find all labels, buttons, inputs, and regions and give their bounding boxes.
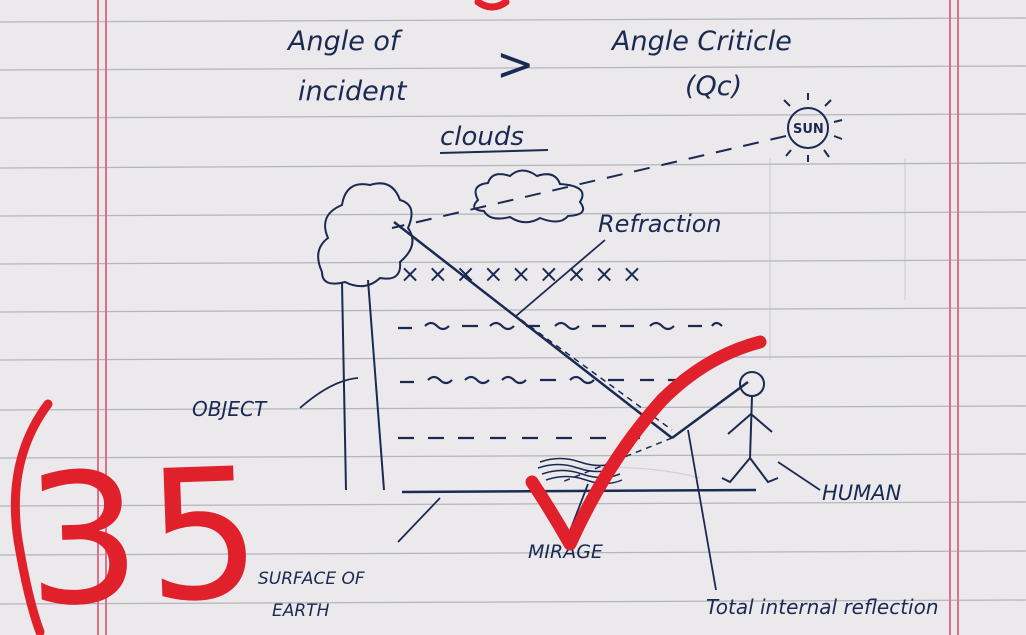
- clouds-label: clouds: [440, 122, 524, 152]
- refraction-pointer: [515, 239, 606, 317]
- surface-label-line2: EARTH: [272, 601, 330, 621]
- heading-left-line2: incident: [298, 76, 408, 107]
- sun-label: SUN: [793, 122, 824, 137]
- heading-right-line2: (Qc): [685, 71, 742, 102]
- ruled-lines: [0, 17, 1026, 605]
- grade-bracket-mark: [10, 399, 53, 635]
- object-pointer: [299, 377, 359, 409]
- reflected-ray: [671, 380, 749, 440]
- earth-surface-line: [401, 488, 757, 494]
- heading-right-line1: Angle Criticle: [610, 26, 792, 57]
- human-figure-icon: [721, 371, 779, 484]
- bleed-through-marks: [554, 158, 906, 479]
- heading-left-line1: Angle of: [286, 26, 403, 57]
- sun-icon: [783, 93, 843, 162]
- object-label: OBJECT: [192, 397, 268, 421]
- sun-ray-dashed: [391, 135, 787, 229]
- heading-greater-than: >: [496, 37, 535, 91]
- surface-label-line1: SURFACE OF: [258, 569, 365, 589]
- human-label: HUMAN: [822, 481, 902, 505]
- incident-ray: [393, 221, 673, 439]
- layer-3-crosses: × × × × × × × × ×: [400, 260, 642, 288]
- svg-text:× × × × × × × × ×: × × × × × × × × ×: [400, 260, 642, 288]
- margin-lines: [97, 0, 959, 635]
- human-pointer: [777, 461, 821, 491]
- cloud-icon: [473, 169, 584, 224]
- clouds-underline: [439, 149, 549, 154]
- refraction-label: Refraction: [598, 210, 722, 238]
- grade-score: 35: [22, 430, 270, 635]
- tree-icon: [317, 182, 414, 491]
- refracted-ray-dashed: [493, 299, 673, 431]
- checkmark-icon: [525, 335, 767, 551]
- surface-pointer: [397, 497, 441, 543]
- red-scribble-mark: [474, 0, 510, 11]
- tir-label: Total internal reflection: [706, 595, 939, 619]
- mirage-label: MIRAGE: [528, 541, 603, 563]
- heading: Angle of incident > Angle Criticle (Qc): [286, 26, 792, 107]
- tir-pointer: [687, 429, 717, 591]
